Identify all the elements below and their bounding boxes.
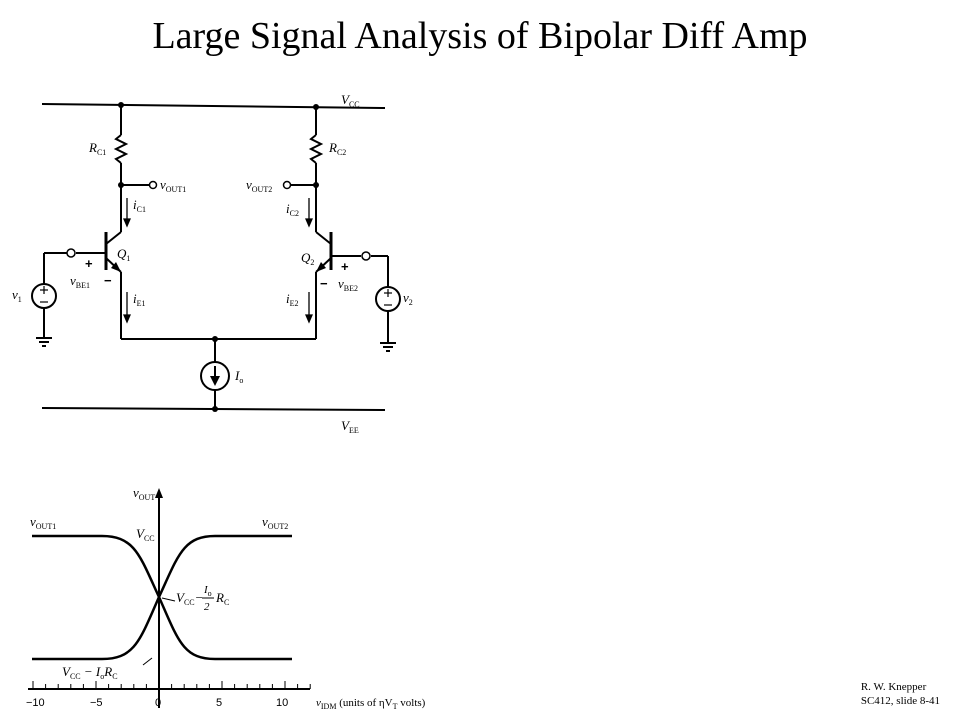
slide-title: Large Signal Analysis of Bipolar Diff Am… [152,15,808,57]
vbe1-label: vBE1 [70,273,90,290]
vout1-terminal [148,180,158,190]
tick-label: −5 [90,697,103,709]
vout2-curve [32,534,292,661]
mid-frac-den: 2 [204,601,210,613]
v2-label: v2 [403,290,413,307]
v1-terminal [66,248,76,258]
ie2-label: iE2 [286,291,299,308]
ic1-label: iC1 [133,197,146,214]
tick-label: 5 [216,697,222,709]
rc1-label: RC1 [88,140,106,157]
slide-footer: R. W. Knepper SC412, slide 8-41 [861,680,940,708]
rc2-label: RC2 [328,140,346,157]
rc2-resistor [308,134,324,164]
tick-label: 0 [155,697,161,709]
plot-x-label: vIDM (units of ηVT volts) [316,697,426,711]
ic2-label: iC2 [286,201,299,218]
high-level-label: VCC [136,526,155,543]
vbe2-minus: − [320,276,328,291]
vbe1-plus: + [85,256,93,271]
tick-label: 10 [276,697,288,709]
low-level-label: VCC − IoRC [62,664,118,681]
vout1-curve-label: vOUT1 [30,514,56,531]
mid-level-rc: RC [215,590,229,607]
vcc-label: VCC [341,92,360,109]
vbe2-label: vBE2 [338,276,358,293]
transfer-plot: −10 −5 0 5 10 vOUT vOUT1 vOUT2 VCC VCC− … [26,485,426,711]
vout1-label: vOUT1 [160,177,186,194]
q2-label: Q2 [301,250,314,267]
footer-author: R. W. Knepper [860,681,927,693]
vout2-label: vOUT2 [246,177,272,194]
vbe2-plus: + [341,259,349,274]
vcc-rail [41,103,386,109]
q1-label: Q1 [117,246,130,263]
vbe1-minus: − [104,273,112,288]
tick-label: −10 [26,697,45,709]
ie1-label: iE1 [133,291,146,308]
vout2-curve-label: vOUT2 [262,514,288,531]
mid-frac-num: Io [203,584,212,598]
rc1-resistor [113,134,129,164]
vout1-curve [32,534,292,661]
vee-label: VEE [341,418,359,435]
x-axis-ticks [32,681,311,689]
v2-terminal [361,251,371,261]
vout2-terminal [282,180,292,190]
v1-label: v1 [12,287,22,304]
mid-level-label: VCC− [176,590,203,607]
plot-y-label: vOUT [133,485,155,502]
footer-slide-number: SC412, slide 8-41 [860,695,940,707]
io-label: Io [234,368,243,385]
